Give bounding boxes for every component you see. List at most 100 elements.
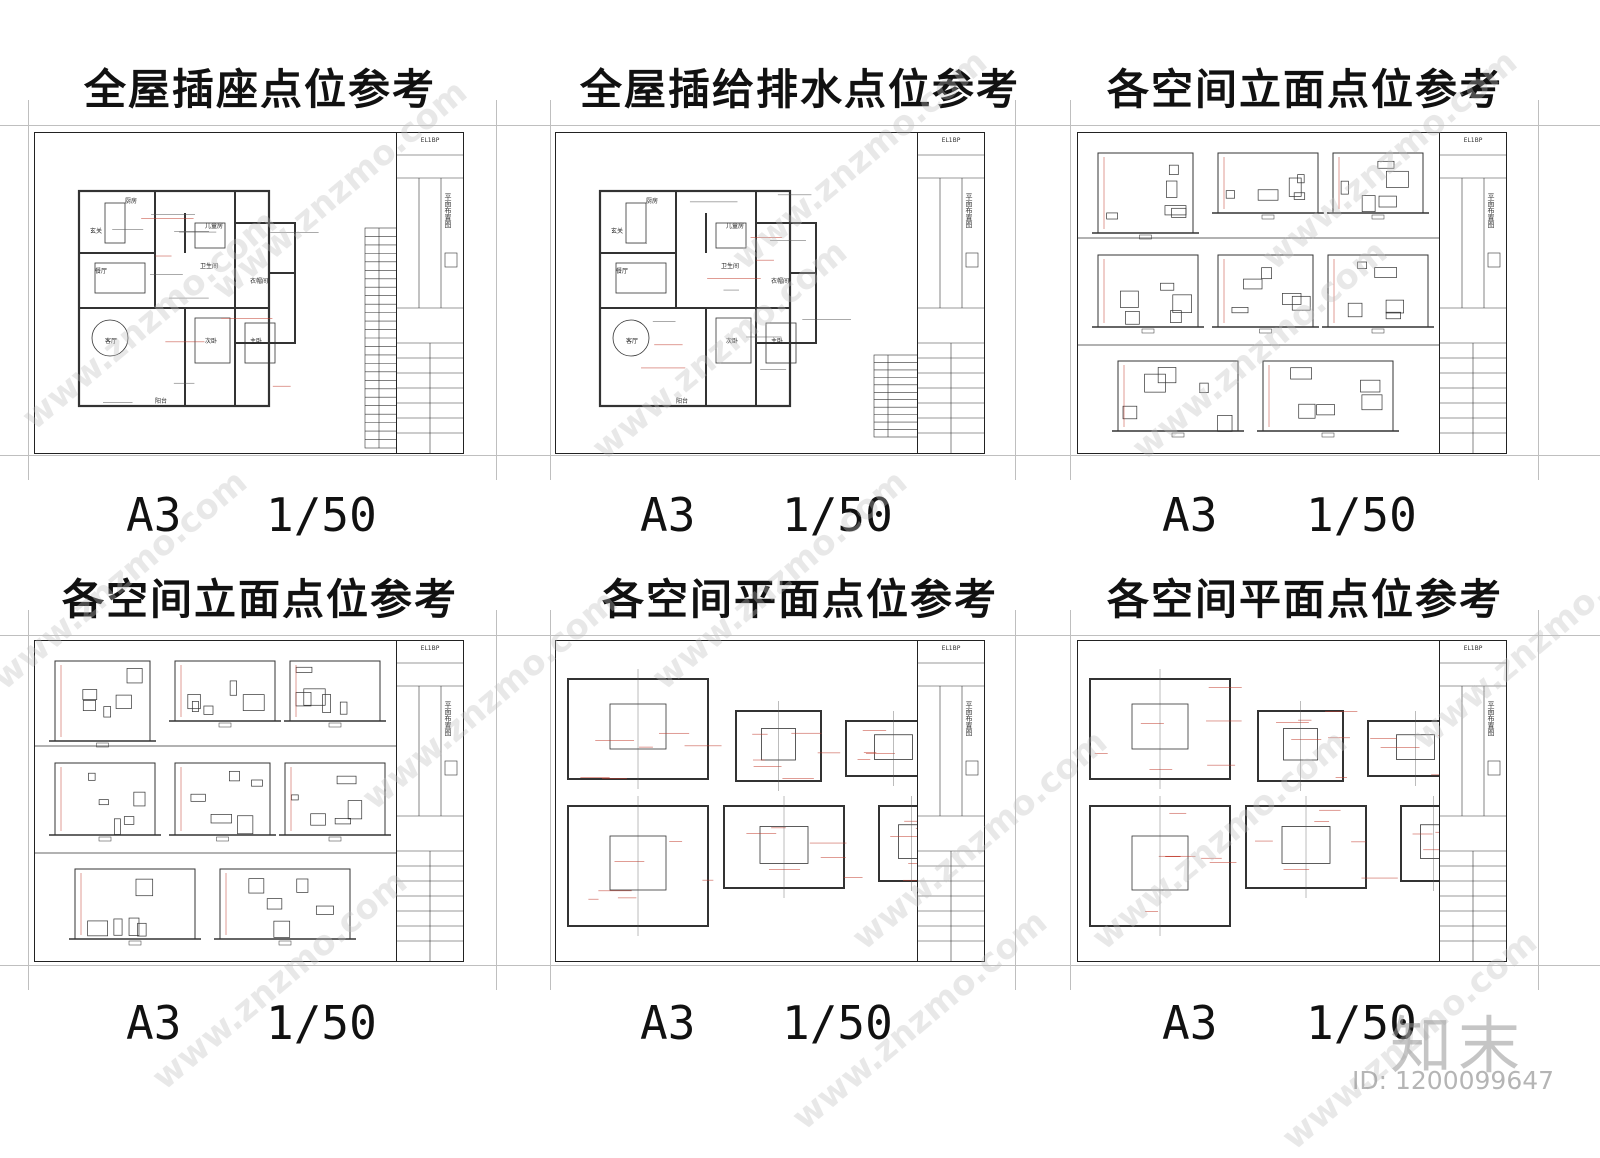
title-block: EL1BP 平面布置图 xyxy=(396,641,463,961)
crop-guide-line xyxy=(0,635,1600,636)
scale-label: 1/50 xyxy=(782,996,893,1050)
room-label: 主卧 xyxy=(771,337,783,345)
room-label: 厨房 xyxy=(125,197,137,205)
room-plan-drawings xyxy=(567,669,918,936)
crop-guide-line xyxy=(0,455,1600,456)
paper-size-label: A3 xyxy=(1162,996,1218,1050)
legend-table xyxy=(873,354,918,438)
room-label: 次卧 xyxy=(726,337,738,345)
title-block-code: EL1BP xyxy=(1463,645,1483,652)
title-block-code: EL1BP xyxy=(941,645,961,652)
title-block-vertical-text: 平面布置图 xyxy=(1487,193,1495,228)
panel-title: 各空间平面点位参考 xyxy=(1106,575,1503,624)
room-label: 客厅 xyxy=(105,337,117,345)
paper-size-label: A3 xyxy=(640,488,696,542)
title-block-vertical-text: 平面布置图 xyxy=(444,701,452,736)
drawing-sheet: EL1BP 平面布置图 xyxy=(34,640,464,962)
title-block: EL1BP 平面布置图 xyxy=(396,133,463,453)
elevation-drawings xyxy=(1078,152,1440,438)
title-block-vertical-text: 平面布置图 xyxy=(965,701,973,736)
title-block: EL1BP 平面布置图 xyxy=(1439,133,1506,453)
panel-title: 全屋插给排水点位参考 xyxy=(579,65,1020,114)
crop-guide-line xyxy=(496,100,497,480)
image-id-label: ID: 1200099647 xyxy=(1352,1066,1555,1095)
room-label: 玄关 xyxy=(611,227,623,235)
room-label: 餐厅 xyxy=(95,267,107,275)
room-plan-drawings xyxy=(1089,669,1440,936)
crop-guide-line xyxy=(550,610,551,990)
room-label: 客厅 xyxy=(626,337,638,345)
room-label: 玄关 xyxy=(90,227,102,235)
panel-title: 各空间平面点位参考 xyxy=(601,575,998,624)
crop-guide-line xyxy=(550,100,551,480)
title-block-code: EL1BP xyxy=(420,137,440,144)
room-label: 儿童房 xyxy=(205,222,223,230)
room-label: 餐厅 xyxy=(616,267,628,275)
crop-guide-line xyxy=(1538,100,1539,480)
title-block-vertical-text: 平面布置图 xyxy=(444,193,452,228)
scale-label: 1/50 xyxy=(1306,488,1417,542)
room-label: 阳台 xyxy=(155,397,167,405)
panel-title: 各空间立面点位参考 xyxy=(1106,65,1503,114)
title-block-grid xyxy=(397,154,463,453)
paper-size-label: A3 xyxy=(126,996,182,1050)
room-label: 阳台 xyxy=(676,397,688,405)
title-block-vertical-text: 平面布置图 xyxy=(1487,701,1495,736)
crop-guide-line xyxy=(1070,610,1071,990)
title-block-grid xyxy=(397,662,463,961)
room-label: 主卧 xyxy=(250,337,262,345)
title-block-grid xyxy=(1440,154,1506,453)
drawing-sheet: EL1BP 平面布置图 xyxy=(555,640,985,962)
scale-label: 1/50 xyxy=(266,996,377,1050)
title-block-grid xyxy=(918,662,984,961)
title-block: EL1BP 平面布置图 xyxy=(917,133,984,453)
crop-guide-line xyxy=(28,610,29,990)
crop-guide-line xyxy=(1015,100,1016,480)
title-block-grid xyxy=(1440,662,1506,961)
crop-guide-line xyxy=(1015,610,1016,990)
drawing-sheet: EL1BP 平面布置图 xyxy=(1077,640,1507,962)
crop-guide-line xyxy=(496,610,497,990)
crop-guide-line xyxy=(1070,100,1071,480)
title-block-vertical-text: 平面布置图 xyxy=(965,193,973,228)
title-block-code: EL1BP xyxy=(941,137,961,144)
elevation-drawings xyxy=(35,660,397,946)
title-block: EL1BP 平面布置图 xyxy=(1439,641,1506,961)
room-label: 卫生间 xyxy=(200,262,218,270)
panel-title: 各空间立面点位参考 xyxy=(61,575,458,624)
title-block-code: EL1BP xyxy=(420,645,440,652)
crop-guide-line xyxy=(28,100,29,480)
sheet-drawing xyxy=(1089,669,1440,936)
title-block-code: EL1BP xyxy=(1463,137,1483,144)
title-block-grid xyxy=(918,154,984,453)
legend-table xyxy=(364,227,397,449)
title-block: EL1BP 平面布置图 xyxy=(917,641,984,961)
sheet-drawing xyxy=(1078,152,1440,438)
scale-label: 1/50 xyxy=(1306,996,1417,1050)
crop-guide-line xyxy=(1538,610,1539,990)
paper-size-label: A3 xyxy=(1162,488,1218,542)
crop-guide-line xyxy=(0,125,1600,126)
room-label: 衣帽间 xyxy=(250,277,268,285)
scale-label: 1/50 xyxy=(266,488,377,542)
room-label: 次卧 xyxy=(205,337,217,345)
room-label: 厨房 xyxy=(646,197,658,205)
drawing-sheet: 厨房玄关餐厅客厅 次卧 主卧 儿童房衣帽间阳台 卫生间 EL1BP 平面布置图 xyxy=(34,132,464,454)
panel-title: 全屋插座点位参考 xyxy=(83,65,436,114)
room-label: 衣帽间 xyxy=(771,277,789,285)
drawing-sheet: EL1BP 平面布置图 xyxy=(1077,132,1507,454)
sheet-drawing xyxy=(567,669,918,936)
paper-size-label: A3 xyxy=(640,996,696,1050)
crop-guide-line xyxy=(0,965,1600,966)
room-label: 卫生间 xyxy=(721,262,739,270)
znzmo-logo: 知末 xyxy=(1390,1009,1527,1082)
room-label: 儿童房 xyxy=(726,222,744,230)
sheet-drawing xyxy=(35,660,397,946)
scale-label: 1/50 xyxy=(782,488,893,542)
drawing-sheet: 厨房玄关餐厅客厅 次卧 主卧 儿童房衣帽间阳台 卫生间 EL1BP 平面布置图 xyxy=(555,132,985,454)
paper-size-label: A3 xyxy=(126,488,182,542)
